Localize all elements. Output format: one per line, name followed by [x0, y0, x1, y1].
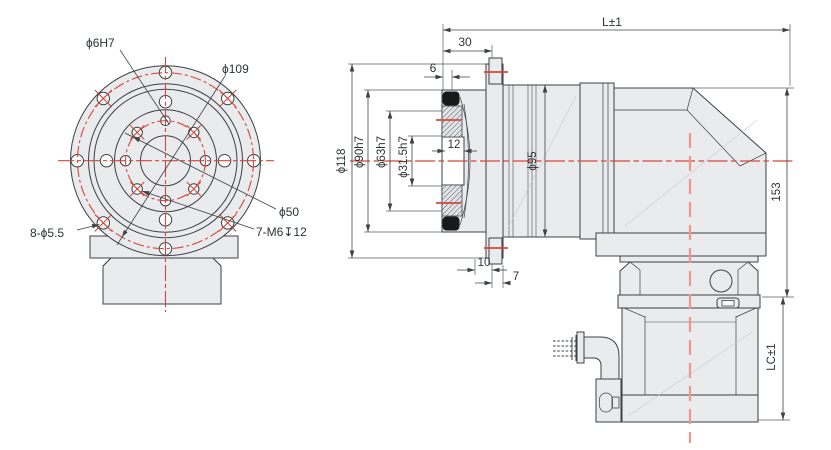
leader-through-holes [76, 224, 100, 231]
side-dimension-labels: L±1 30 6 ϕ118 ϕ90h7 ϕ63h7 ϕ31.5h7 12 ϕ95… [336, 15, 783, 371]
label-head-height: 153 [771, 182, 783, 201]
leader-dowel-hole [119, 49, 170, 125]
side-centerlines [350, 71, 796, 443]
flange-bolt-bottom [488, 237, 503, 265]
label-tapped-holes: 7-M6↧12 [256, 225, 307, 239]
label-flange-dia: ϕ118 [336, 149, 348, 174]
label-bore-depth: 12 [448, 139, 461, 151]
adapter-access-hole [709, 269, 733, 293]
label-bolt-circle: ϕ109 [222, 62, 249, 76]
gland-elbow [583, 336, 620, 380]
front-leaders [76, 49, 277, 246]
label-boss-width: 7 [513, 271, 519, 283]
front-view: ϕ6H7 ϕ109 ϕ50 8-ϕ5.5 7-M6↧12 [30, 36, 307, 312]
label-bore-dia: ϕ31.5h7 [398, 136, 410, 178]
label-through-holes: 8-ϕ5.5 [30, 226, 64, 240]
head-flange [595, 232, 767, 257]
label-overall-length: L±1 [602, 15, 622, 29]
side-dimensions [349, 27, 790, 420]
label-pilot-dia: ϕ63h7 [376, 136, 388, 168]
label-dowel-hole: ϕ6H7 [86, 36, 115, 50]
side-extension-lines [348, 24, 794, 421]
seal-ring-top [442, 91, 460, 106]
label-flange-thickness: 10 [478, 257, 491, 269]
motor-wires [553, 340, 577, 357]
seal-ring-bottom [442, 216, 460, 231]
gland-box [595, 378, 622, 423]
label-seal-offset: 6 [430, 61, 437, 75]
cable-gland [553, 331, 622, 423]
leader-tapped-holes [141, 190, 255, 230]
label-motor-length: LC±1 [766, 343, 778, 370]
label-flange-offset: 30 [458, 35, 472, 49]
side-view: L±1 30 6 ϕ118 ϕ90h7 ϕ63h7 ϕ31.5h7 12 ϕ95… [336, 15, 796, 443]
gearbox-body [441, 57, 767, 423]
leader-pilot-circle [124, 132, 277, 210]
front-centerlines [58, 57, 274, 312]
label-spigot-dia: ϕ90h7 [354, 136, 366, 168]
front-labels: ϕ6H7 ϕ109 ϕ50 8-ϕ5.5 7-M6↧12 [30, 36, 307, 240]
label-body-dia: ϕ95 [527, 151, 539, 170]
gland-flange [576, 331, 585, 364]
leader-bolt-circle [116, 75, 226, 246]
label-pilot-circle: ϕ50 [279, 205, 299, 219]
flange-bolt-top [488, 57, 503, 85]
